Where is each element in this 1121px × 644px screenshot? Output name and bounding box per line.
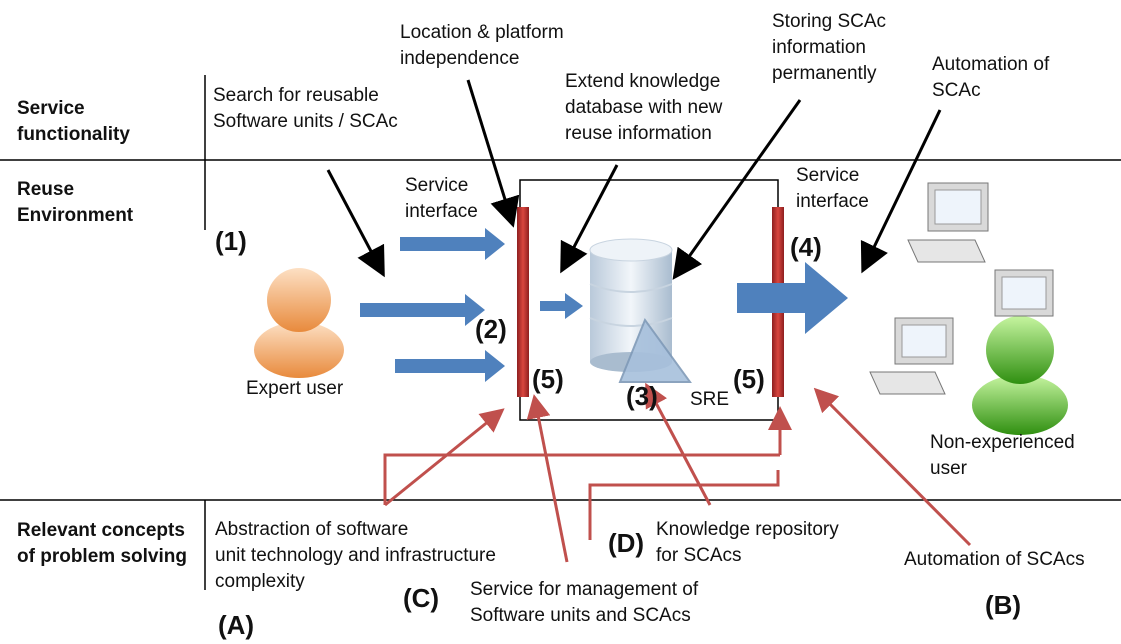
connector-abstraction-left [383, 453, 780, 505]
blue-arrows-input [360, 228, 583, 382]
marker-b: (B) [985, 590, 1022, 620]
concept-connectors [383, 382, 972, 563]
blue-arrow-output [737, 262, 848, 334]
connector-repository-arrow [645, 382, 712, 506]
row-label-reuse-environment: Reuse Environment [17, 179, 134, 226]
connector-abstraction-arrow-left [384, 408, 505, 507]
computer-icon-1 [907, 182, 989, 263]
marker-1: (1) [215, 226, 247, 256]
marker-4: (4) [790, 232, 822, 262]
connector-automation-arrow [813, 387, 972, 547]
arrow-search [326, 169, 385, 278]
blue-arrow-3 [395, 350, 505, 382]
label-extend-knowledge: Extend knowledge database with new reuse… [565, 71, 723, 144]
blue-arrow-inner [540, 293, 583, 319]
label-automation-scac: Automation of SCAc [932, 54, 1050, 101]
label-automation-scacs: Automation of SCAcs [904, 549, 1085, 570]
blue-arrow-2 [360, 294, 485, 326]
marker-5-left: (5) [532, 364, 564, 394]
marker-d: (D) [608, 528, 645, 558]
arrow-extend [560, 164, 619, 274]
label-expert-user: Expert user [246, 378, 344, 399]
computer-icon-3 [869, 317, 954, 395]
non-experienced-user-icon [972, 316, 1068, 435]
marker-3: (3) [626, 381, 658, 411]
label-search-reusable: Search for reusable Software units / SCA… [213, 85, 398, 132]
row-label-service-functionality: Service functionality [17, 98, 130, 145]
label-location-platform: Location & platform independence [400, 22, 564, 69]
label-sre: SRE [690, 389, 730, 410]
annotation-arrows [326, 79, 942, 280]
marker-a: (A) [218, 610, 255, 640]
marker-5-right: (5) [733, 364, 765, 394]
scac-triangle-icon [618, 317, 692, 383]
label-service-interface-right: Service interface [796, 165, 869, 212]
computer-icon-2 [994, 269, 1054, 317]
arrow-location [466, 79, 520, 228]
marker-c: (C) [403, 583, 440, 613]
knowledge-database-icon [589, 238, 673, 372]
connector-management [588, 470, 780, 540]
service-interface-bar-left [517, 207, 529, 397]
label-service-management: Service for management of Software units… [470, 579, 699, 626]
expert-user-icon [254, 268, 344, 378]
arrow-storing [672, 99, 802, 280]
arrow-automation [860, 109, 942, 274]
connector-management-arrow [526, 394, 569, 563]
label-service-interface-left: Service interface [405, 175, 478, 222]
label-abstraction: Abstraction of software unit technology … [215, 519, 496, 592]
marker-2: (2) [475, 314, 507, 344]
blue-arrow-1 [400, 228, 505, 260]
label-non-experienced-user: Non-experienced user [930, 432, 1075, 479]
row-label-relevant-concepts: Relevant concepts of problem solving [17, 520, 187, 567]
label-knowledge-repository: Knowledge repository for SCAcs [656, 519, 839, 566]
label-storing-scac: Storing SCAc information permanently [772, 11, 887, 84]
